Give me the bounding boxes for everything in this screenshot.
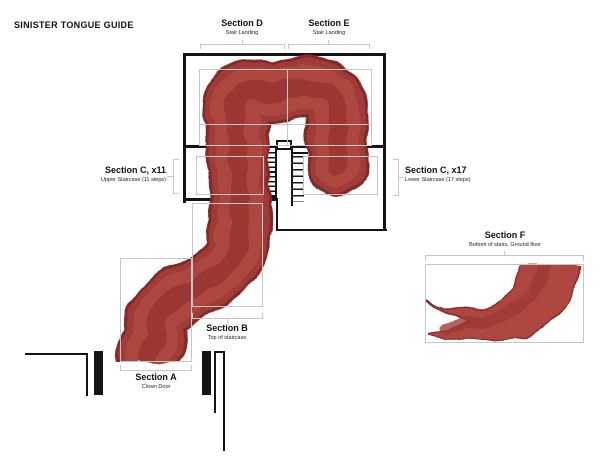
bracket-section-c11-tick	[167, 176, 173, 177]
guide-box-b	[192, 203, 263, 307]
guide-box-f	[425, 264, 584, 343]
bracket-section-e	[288, 44, 370, 49]
hallway-left-wall	[183, 145, 186, 203]
clown-door-jamb-right	[202, 351, 211, 395]
staircase-right-rail	[291, 148, 293, 206]
section-c11-title: Section C, x11	[104, 165, 166, 175]
section-d-label: Section D Stair Landing	[187, 18, 297, 36]
clown-door-wall-tail	[223, 411, 225, 451]
entry-wall-horizontal	[25, 353, 88, 355]
bracket-section-b-tick	[227, 319, 228, 323]
section-e-title: Section E	[308, 18, 350, 28]
guide-box-c11	[196, 156, 264, 195]
section-b-title: Section B	[206, 323, 248, 333]
section-c17-label: Section C, x17 Lower Staircase (17 steps…	[405, 165, 555, 183]
bracket-section-f	[425, 255, 584, 261]
lower-staircase-step-ticks	[293, 156, 304, 202]
bracket-section-c17-tick	[399, 177, 404, 178]
staircase-left-rail	[275, 148, 277, 198]
bracket-section-c11	[173, 159, 179, 194]
section-f-subtitle: Bottom of stairs, Ground floor	[469, 241, 541, 248]
page-title: SINISTER TONGUE GUIDE	[14, 20, 134, 30]
bracket-section-d	[200, 44, 285, 49]
bracket-section-e-tick	[328, 40, 329, 44]
section-c17-subtitle: Lower Staircase (17 steps)	[405, 176, 471, 183]
section-c17-title: Section C, x17	[405, 165, 467, 175]
bracket-section-a	[120, 365, 192, 371]
bracket-section-a-tick	[155, 371, 156, 375]
guide-landing-bottom	[199, 124, 372, 125]
section-b-label: Section B Top of staircase	[172, 323, 282, 341]
section-b-subtitle: Top of staircase	[207, 334, 247, 341]
hallway-right-wall	[383, 145, 386, 231]
section-a-label: Section A Clown Door	[101, 372, 211, 390]
section-e-subtitle: Stair Landing	[312, 29, 346, 36]
section-c11-label: Section C, x11 Upper Staircase (11 steps…	[30, 165, 166, 183]
section-f-title: Section F	[484, 230, 526, 240]
guide-box-c17	[303, 156, 378, 195]
clown-door-leaf-outline	[214, 351, 225, 413]
guide-box-landing	[199, 69, 372, 146]
guide-box-a	[120, 258, 192, 362]
entry-wall-vertical	[86, 353, 88, 396]
section-d-subtitle: Stair Landing	[225, 29, 259, 36]
lower-room-left-wall	[276, 198, 278, 231]
section-f-label: Section F Bottom of stairs, Ground floor	[450, 230, 560, 248]
section-d-title: Section D	[221, 18, 263, 28]
section-a-title: Section A	[135, 372, 177, 382]
bracket-section-c17	[393, 159, 399, 196]
section-e-label: Section E Stair Landing	[274, 18, 384, 36]
lower-room-bottom-wall	[276, 229, 387, 231]
section-c11-subtitle: Upper Staircase (11 steps)	[100, 176, 166, 183]
section-a-subtitle: Clown Door	[141, 383, 171, 390]
guide-landing-divider	[287, 69, 288, 146]
staircase-long-tick-top	[293, 152, 308, 154]
hallway-bottom-wall-left	[183, 198, 215, 201]
bracket-section-d-tick	[242, 40, 243, 44]
bracket-section-b	[192, 313, 263, 319]
bracket-section-f-tick	[504, 251, 505, 255]
clown-door-jamb-left	[94, 351, 103, 395]
